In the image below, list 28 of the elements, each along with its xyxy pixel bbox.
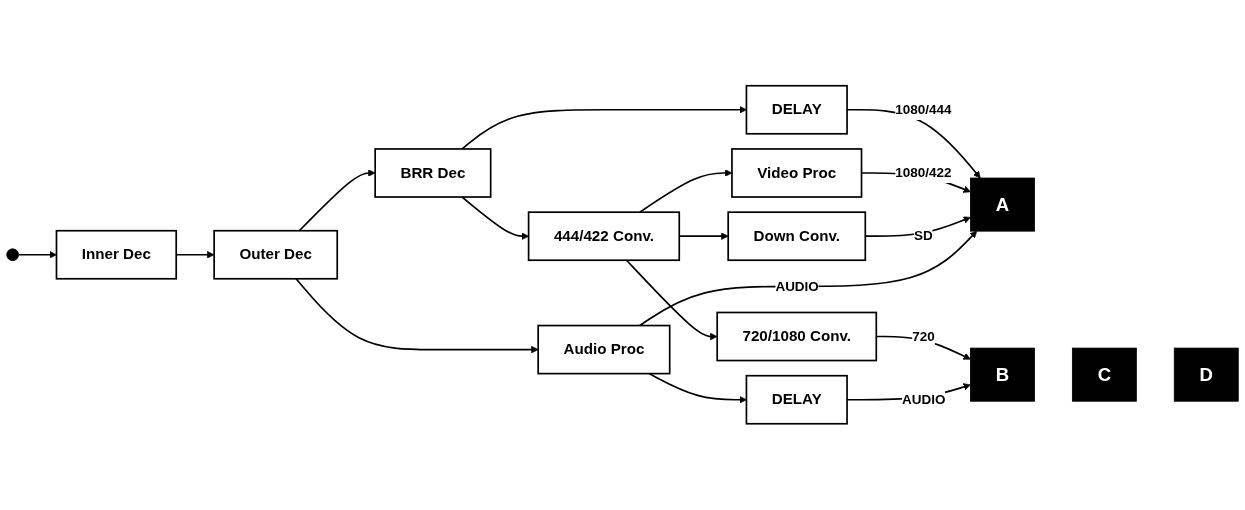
node-box: C	[1071, 347, 1137, 402]
edge-label: AUDIO	[775, 279, 819, 294]
node-box: D	[1173, 347, 1239, 402]
node-box: Video Proc	[731, 148, 863, 199]
node-box: DELAY	[745, 85, 848, 135]
node-box: BRR Dec	[374, 148, 492, 199]
edge-label: 1080/444	[895, 102, 952, 117]
node-box: Inner Dec	[55, 230, 178, 280]
node-box: Down Conv.	[727, 211, 867, 262]
edge-label: 1080/422	[895, 165, 952, 180]
node-box: Outer Dec	[213, 230, 339, 280]
node-box: 444/422 Conv.	[527, 211, 681, 262]
edge-label: 720	[912, 329, 935, 344]
edge-label: SD	[914, 228, 933, 244]
arrow	[461, 106, 747, 151]
node-box: Audio Proc	[537, 324, 671, 375]
node-box: A	[970, 177, 1035, 232]
node-box: 720/1080 Conv.	[716, 311, 878, 362]
arrow	[638, 231, 978, 327]
arrow	[298, 169, 376, 232]
node-box: B	[970, 347, 1035, 402]
arrow	[625, 259, 718, 341]
edge-label: AUDIO	[902, 392, 946, 407]
arrow	[648, 373, 747, 404]
arrow	[295, 278, 539, 354]
node-box: DELAY	[745, 375, 848, 425]
arrow	[17, 251, 57, 259]
arrow	[461, 196, 529, 241]
